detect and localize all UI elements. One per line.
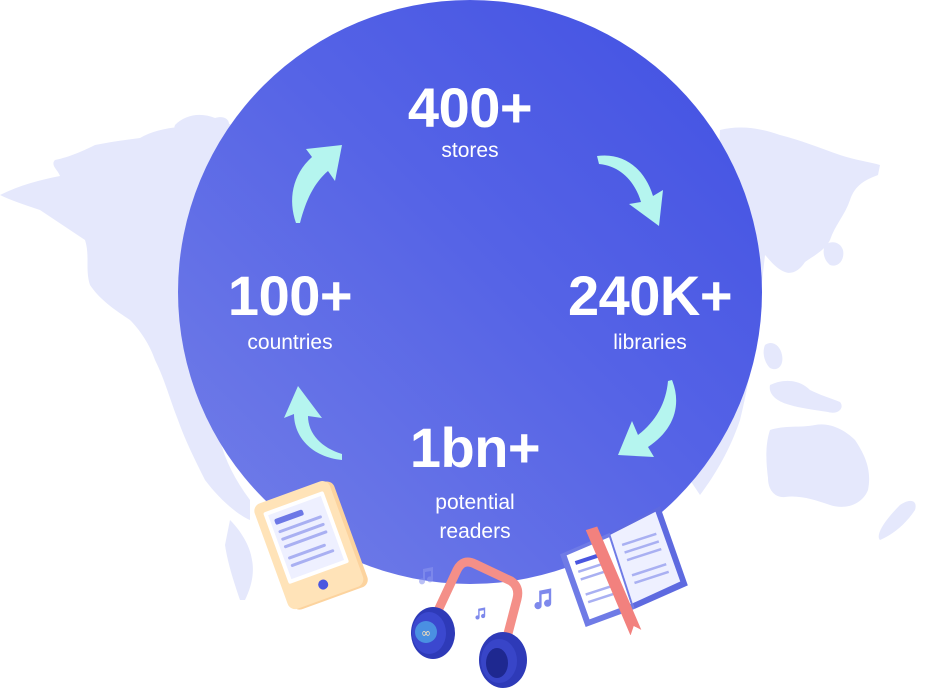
stat-stores-label: stores bbox=[441, 139, 499, 162]
stat-stores-value: 400+ bbox=[407, 76, 533, 139]
curved-arrow-top-right-icon bbox=[597, 155, 663, 226]
curved-arrow-top-left-icon bbox=[292, 145, 342, 223]
curved-arrow-bottom-left-icon bbox=[284, 386, 342, 460]
stats-circle bbox=[178, 0, 762, 584]
stat-readers-value: 1bn+ bbox=[409, 416, 541, 479]
music-note-icon bbox=[534, 588, 552, 610]
stat-readers-label-line1: potential bbox=[435, 491, 515, 514]
open-book-icon bbox=[560, 506, 688, 635]
stat-countries-label: countries bbox=[247, 331, 333, 354]
stat-libraries-value: 240K+ bbox=[567, 264, 733, 327]
stat-readers-label: potential readers bbox=[375, 488, 575, 546]
stat-libraries: 240K+ libraries bbox=[540, 268, 760, 355]
headphones-icon: ∞ bbox=[411, 557, 527, 688]
music-note-icon bbox=[419, 567, 434, 585]
stat-libraries-label: libraries bbox=[613, 331, 687, 354]
svg-text:∞: ∞ bbox=[421, 626, 431, 640]
music-note-icon bbox=[475, 607, 486, 620]
curved-arrow-bottom-right-icon bbox=[618, 380, 677, 457]
stat-countries: 100+ countries bbox=[190, 268, 390, 355]
stat-readers-label-line2: readers bbox=[439, 520, 511, 543]
ereader-tablet-icon bbox=[254, 481, 368, 610]
stat-countries-value: 100+ bbox=[227, 264, 353, 327]
stat-stores: 400+ stores bbox=[370, 80, 570, 163]
